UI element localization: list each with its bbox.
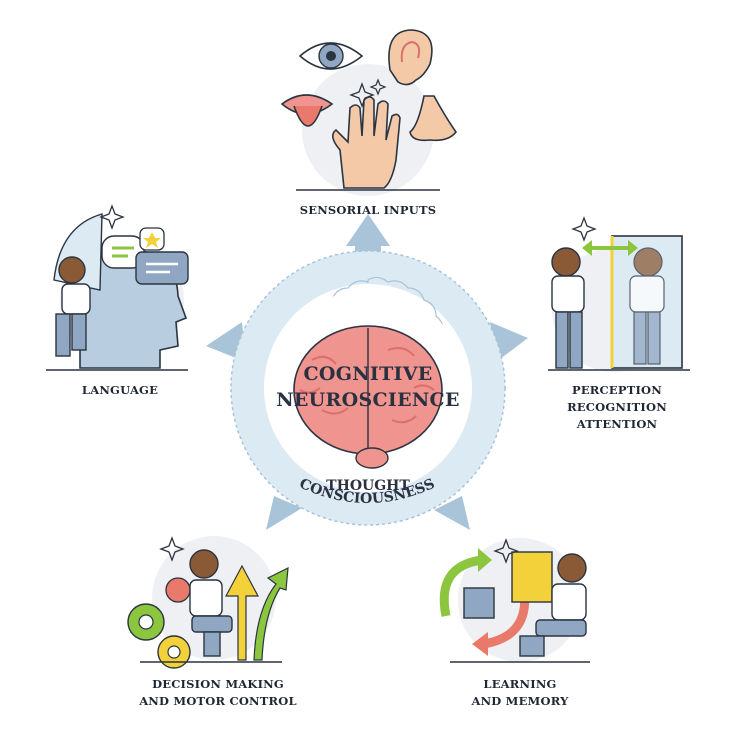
sparkle-icon	[349, 78, 387, 108]
label-decision-making: DECISION MAKING AND MOTOR CONTROL	[139, 677, 297, 708]
label-sensorial-inputs: SENSORIAL INPUTS	[299, 203, 437, 217]
ear-icon	[388, 29, 433, 86]
nose-icon	[409, 95, 458, 142]
center-title: COGNITIVE NEUROSCIENCE	[276, 363, 460, 411]
gear-icon	[127, 603, 165, 641]
label-perception: PERCEPTION RECOGNITION ATTENTION	[567, 383, 667, 431]
person-thinking	[189, 549, 233, 657]
person-climbing	[55, 256, 91, 357]
eye-icon	[298, 42, 364, 70]
gear-icon	[165, 577, 191, 603]
speech-bubble-icon	[135, 251, 189, 285]
arrow-to-decision	[266, 496, 302, 530]
sensorial-illustration	[280, 29, 458, 196]
tongue-icon	[280, 94, 334, 127]
label-language: LANGUAGE	[81, 383, 159, 397]
brain-illustration	[293, 325, 443, 469]
person-facing-mirror	[551, 247, 585, 369]
diverging-arrows-icon	[225, 564, 289, 661]
language-illustration	[46, 204, 189, 371]
person-holding-puzzle	[519, 553, 587, 657]
star-bubble-icon	[139, 227, 165, 251]
perception-illustration	[548, 216, 690, 372]
double-arrow-icon	[582, 240, 638, 256]
arrow-to-learning	[434, 496, 470, 530]
ring-text-thought: THOUGHT	[326, 478, 410, 494]
hand-icon	[332, 96, 401, 189]
decision-illustration	[127, 536, 289, 669]
mirror-reflection	[629, 247, 665, 365]
gear-icon	[157, 635, 191, 669]
label-learning-memory: LEARNING AND MEMORY	[471, 677, 569, 708]
learning-illustration	[439, 538, 590, 663]
